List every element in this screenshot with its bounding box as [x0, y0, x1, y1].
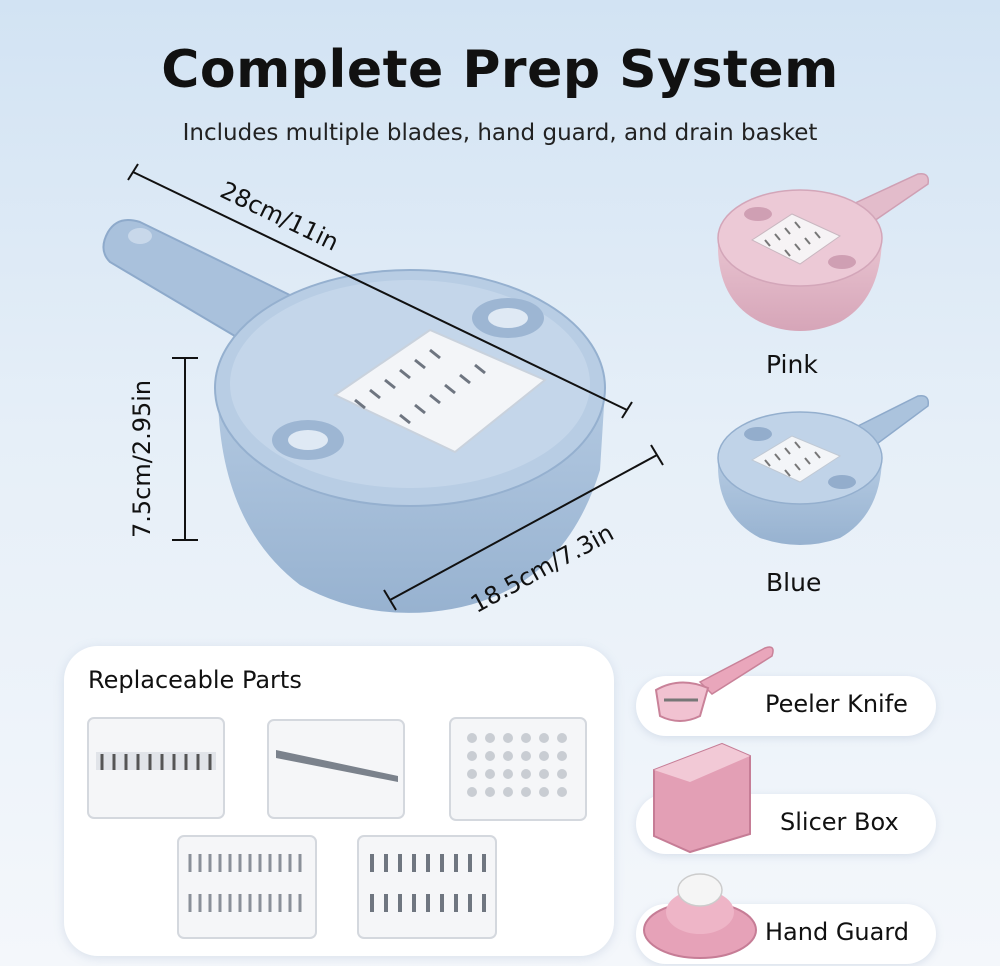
blade-slicer-icon	[267, 719, 405, 819]
blue-small-grater-bowl	[717, 394, 930, 545]
variant-label-blue: Blue	[766, 568, 822, 597]
page-title: Complete Prep System	[161, 40, 839, 100]
blade-grater-icon	[449, 717, 587, 821]
pink-grater-bowl	[717, 172, 930, 331]
blade-coarse-shredder-icon	[357, 835, 497, 939]
dimension-lines	[127, 163, 664, 611]
accessory-label-peeler: Peeler Knife	[765, 690, 908, 718]
replaceable-parts-panel: Replaceable Parts	[64, 646, 614, 956]
blade-julienne-icon	[87, 717, 225, 819]
dimension-height-label: 7.5cm/2.95in	[128, 379, 156, 538]
blue-grater-bowl	[102, 219, 606, 613]
parts-illustration	[87, 717, 587, 939]
accessory-label-slicer-box: Slicer Box	[780, 808, 899, 836]
replaceable-parts-title: Replaceable Parts	[88, 666, 302, 694]
accessory-label-hand-guard: Hand Guard	[765, 918, 910, 946]
variant-label-pink: Pink	[766, 350, 818, 379]
blade-fine-shredder-icon	[177, 835, 317, 939]
page-subtitle: Includes multiple blades, hand guard, an…	[182, 120, 818, 146]
